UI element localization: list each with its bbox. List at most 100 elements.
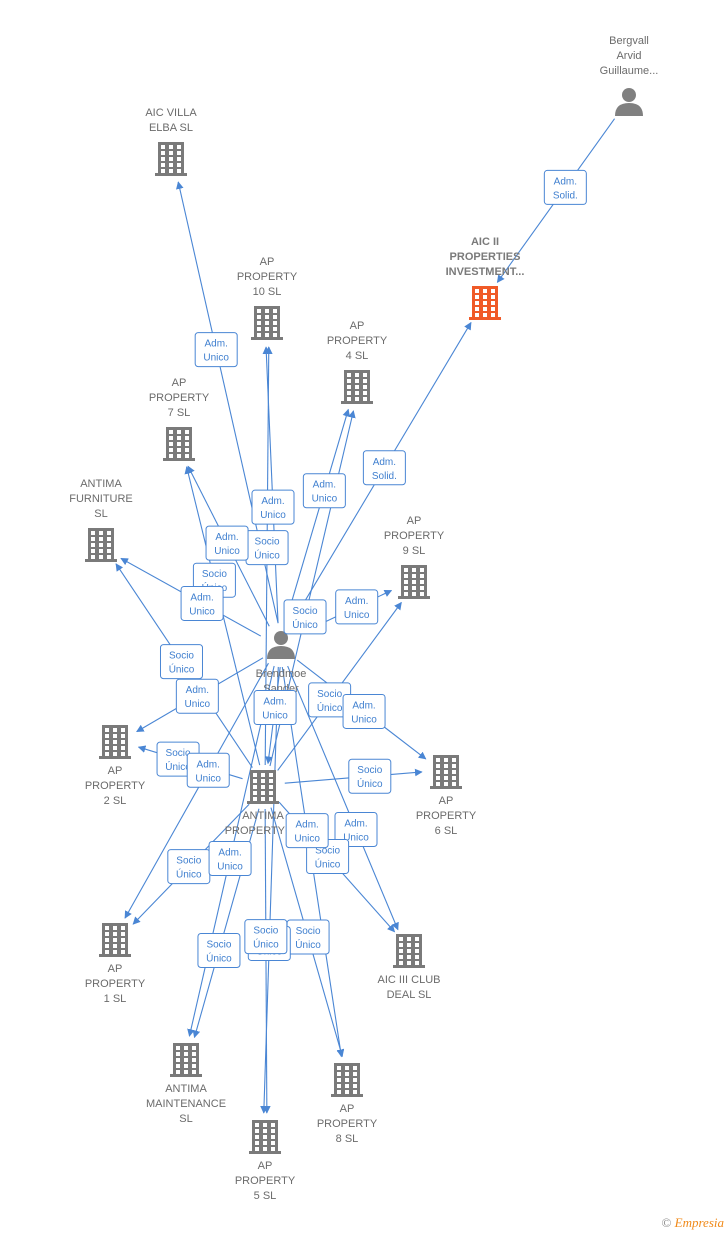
- badge-text: Único: [176, 868, 202, 881]
- node-label: FURNITURE: [69, 493, 133, 505]
- badge-text: Unico: [262, 711, 288, 722]
- badge-text: Socio: [255, 537, 280, 548]
- badge-text: Adm.: [218, 847, 241, 858]
- node-label: ELBA SL: [149, 122, 193, 134]
- node-label: PROPERTY: [384, 530, 445, 542]
- badge-text: Socio: [202, 569, 227, 580]
- relation-badge[interactable]: Adm.Unico: [194, 332, 238, 368]
- relation-badge[interactable]: Adm.Unico: [205, 525, 249, 561]
- relation-badge[interactable]: Adm.Unico: [285, 813, 329, 849]
- relation-badge[interactable]: Adm.Unico: [186, 752, 230, 788]
- badge-box: [244, 919, 288, 955]
- relation-badge[interactable]: Adm.Unico: [251, 489, 295, 525]
- badge-text: Socio: [253, 926, 278, 937]
- badge-text: Unico: [214, 546, 240, 557]
- node-label: AP: [108, 963, 123, 975]
- badge-text: Único: [317, 701, 343, 714]
- badge-box: [348, 758, 392, 794]
- node-label: 1 SL: [104, 993, 127, 1005]
- relation-badge[interactable]: Adm. Unico: [208, 840, 252, 876]
- node-label: AP: [407, 515, 422, 527]
- relation-badge[interactable]: Adm.Unico: [334, 811, 378, 847]
- relation-badge[interactable]: Adm.Unico: [342, 693, 386, 729]
- node-label: Bergvall: [609, 35, 649, 47]
- node-label: PROPERTY: [235, 1175, 296, 1187]
- node-label: 6 SL: [435, 825, 458, 837]
- building-icon: [251, 306, 283, 340]
- node-label: 2 SL: [104, 795, 127, 807]
- badge-text: Único: [295, 938, 321, 951]
- badge-box: [186, 752, 230, 788]
- edge-brendmoe-aic3: [287, 665, 399, 931]
- badge-box: [302, 473, 346, 509]
- building-icon: [398, 565, 430, 599]
- edge-antimaprop-ap5: [262, 808, 271, 1114]
- building-icon: [393, 934, 425, 968]
- node-label: Arvid: [616, 50, 641, 62]
- badge-text: Adm.: [554, 176, 577, 187]
- node-label: AIC III CLUB: [378, 974, 441, 986]
- badge-text: Socio: [317, 689, 342, 700]
- node-label: PROPERTY: [149, 392, 210, 404]
- badge-text: Adm.: [373, 457, 396, 468]
- badge-text: Adm.: [263, 697, 286, 708]
- badge-text: Adm.: [345, 596, 368, 607]
- relation-badge[interactable]: Adm.Solid.: [543, 169, 587, 205]
- badge-text: Adm.: [344, 818, 367, 829]
- relation-badge[interactable]: Adm. Unico: [253, 690, 297, 726]
- relation-badge[interactable]: Adm.Unico: [180, 585, 224, 621]
- relation-badge[interactable]: Adm.Solid.: [362, 450, 406, 486]
- badge-text: Unico: [344, 610, 370, 621]
- relation-badge[interactable]: Adm.Unico: [302, 473, 346, 509]
- badge-box: [334, 811, 378, 847]
- badge-text: Adm.: [197, 759, 220, 770]
- badge-text: Unico: [189, 606, 215, 617]
- brand-name: Empresia: [674, 1215, 724, 1230]
- badge-text: Unico: [294, 834, 320, 845]
- node-label: AP: [439, 795, 454, 807]
- badge-text: Socio: [296, 926, 321, 937]
- badge-box: [253, 690, 297, 726]
- person-icon: [615, 88, 643, 116]
- node-label: AP: [340, 1103, 355, 1115]
- node-aic2[interactable]: AIC IIPROPERTIESINVESTMENT...: [446, 236, 525, 320]
- building-icon: [170, 1043, 202, 1077]
- node-label: 7 SL: [168, 407, 191, 419]
- badge-box: [194, 332, 238, 368]
- node-bergvall[interactable]: BergvallArvidGuillaume...: [600, 35, 659, 116]
- badge-text: Unico: [217, 861, 243, 872]
- node-label: INVESTMENT...: [446, 266, 525, 278]
- node-label: PROPERTY: [237, 271, 298, 283]
- badge-text: Único: [253, 938, 279, 951]
- relation-badge[interactable]: Adm. Unico: [335, 589, 379, 625]
- relation-badge[interactable]: Adm.Unico: [175, 678, 219, 714]
- badge-text: Único: [169, 663, 195, 676]
- node-label: 4 SL: [346, 350, 369, 362]
- building-icon: [85, 528, 117, 562]
- badge-text: Socio: [315, 846, 340, 857]
- badge-text: Único: [206, 952, 232, 965]
